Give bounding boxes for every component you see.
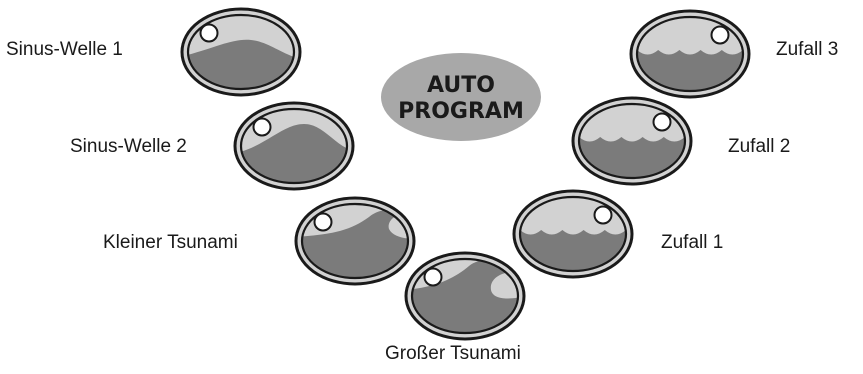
button-inner-rim	[239, 107, 349, 185]
label-zufall-2: Zufall 2	[728, 136, 791, 157]
button-inner-rim	[410, 257, 520, 335]
auto-program-line1: AUTO	[427, 73, 495, 98]
indicator-light-icon	[313, 212, 333, 232]
button-kleiner-tsunami[interactable]	[293, 196, 417, 291]
button-zufall-1[interactable]	[511, 189, 635, 284]
button-inner-rim	[635, 15, 745, 93]
label-sinus-welle-2: Sinus-Welle 2	[70, 136, 187, 157]
button-inner-rim	[186, 13, 296, 91]
label-zufall-1: Zufall 1	[661, 232, 724, 253]
button-inner-rim	[577, 102, 687, 180]
indicator-light-icon	[199, 23, 219, 43]
indicator-light-icon	[652, 112, 672, 132]
button-inner-rim	[300, 202, 410, 280]
label-zufall-3: Zufall 3	[776, 39, 839, 60]
button-sinus-welle-1[interactable]	[179, 7, 303, 102]
button-zufall-3[interactable]	[628, 9, 752, 104]
button-zufall-2[interactable]	[570, 96, 694, 191]
indicator-light-icon	[710, 25, 730, 45]
button-grosser-tsunami[interactable]	[403, 251, 527, 346]
wave-icon	[412, 259, 518, 333]
indicator-light-icon	[423, 267, 443, 287]
auto-program-button[interactable]: AUTO PROGRAM	[381, 53, 541, 141]
label-sinus-welle-1: Sinus-Welle 1	[6, 39, 123, 60]
indicator-light-icon	[252, 117, 272, 137]
label-grosser-tsunami: Großer Tsunami	[385, 343, 521, 364]
button-inner-rim	[518, 195, 628, 273]
auto-program-line2: PROGRAM	[398, 99, 524, 124]
label-kleiner-tsunami: Kleiner Tsunami	[103, 232, 238, 253]
button-sinus-welle-2[interactable]	[232, 101, 356, 196]
indicator-light-icon	[593, 205, 613, 225]
